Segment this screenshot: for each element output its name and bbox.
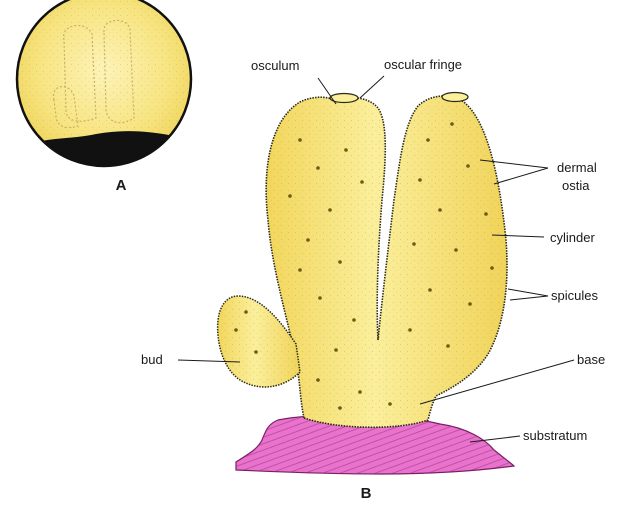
panel-label-b: B: [361, 485, 372, 502]
panel-label-a: A: [116, 177, 127, 194]
label-cylinder: cylinder: [550, 230, 595, 245]
label-base: base: [577, 352, 605, 367]
leader-spicules-2: [510, 296, 548, 300]
label-spicules: spicules: [551, 288, 598, 303]
leader-oscular-fringe: [360, 76, 384, 98]
leader-spicules-1: [508, 289, 548, 296]
sponge-body: [218, 93, 514, 475]
label-osculum: osculum: [251, 58, 299, 73]
label-dermal: dermal: [557, 160, 597, 175]
label-oscular-fringe: oscular fringe: [384, 57, 462, 72]
label-ostia: ostia: [562, 178, 590, 193]
label-bud: bud: [141, 352, 163, 367]
leader-dermal-ostia-2: [494, 168, 548, 184]
label-substratum: substratum: [523, 428, 587, 443]
inset-panel-a: [17, 0, 191, 170]
osculum-right: [442, 93, 468, 102]
